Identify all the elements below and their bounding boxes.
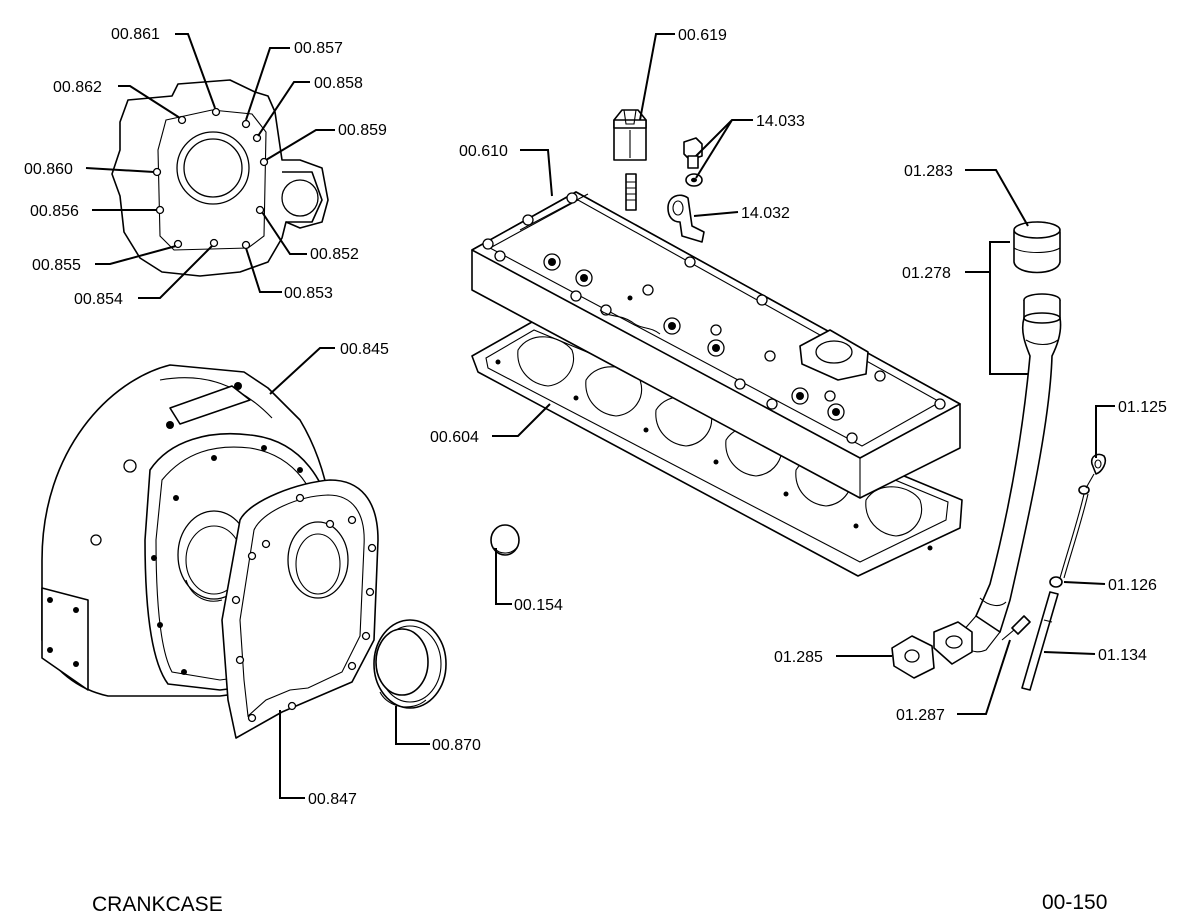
dipstick-tube <box>1021 591 1059 691</box>
part-label-00852: 00.852 <box>310 246 359 263</box>
part-label-00861: 00.861 <box>111 26 160 43</box>
filler-cap <box>1013 221 1061 274</box>
housing-gasket <box>221 479 379 739</box>
lifting-bracket <box>667 194 705 243</box>
part-label-01287: 01.287 <box>896 707 945 724</box>
part-label-00847: 00.847 <box>308 791 357 808</box>
expansion-plug <box>490 524 520 556</box>
part-label-14033: 14.033 <box>756 113 805 130</box>
cylinder-head <box>471 191 961 499</box>
part-label-00856: 00.856 <box>30 203 79 220</box>
part-label-00619: 00.619 <box>678 27 727 44</box>
part-label-01285: 01.285 <box>774 649 823 666</box>
dipstick-oring <box>1049 576 1063 588</box>
part-label-00854: 00.854 <box>74 291 123 308</box>
part-labels: 00.861 00.857 00.862 00.858 00.859 00.86… <box>24 26 1167 808</box>
flange-gasket <box>891 635 935 679</box>
part-label-00604: 00.604 <box>430 429 479 446</box>
part-label-00858: 00.858 <box>314 75 363 92</box>
part-label-01283: 01.283 <box>904 163 953 180</box>
part-label-00154: 00.154 <box>514 597 563 614</box>
filler-tube <box>933 293 1062 665</box>
part-label-00845: 00.845 <box>340 341 389 358</box>
part-label-01134: 01.134 <box>1098 647 1147 664</box>
crankshaft-seal <box>373 619 447 709</box>
part-label-00853: 00.853 <box>284 285 333 302</box>
part-label-00857: 00.857 <box>294 40 343 57</box>
timing-cover-plate <box>111 79 329 277</box>
leader-lines <box>85 33 1115 799</box>
part-label-00855: 00.855 <box>32 257 81 274</box>
part-label-00860: 00.860 <box>24 161 73 178</box>
part-label-00870: 00.870 <box>432 737 481 754</box>
part-label-01126: 01.126 <box>1108 577 1157 594</box>
stud-and-nut <box>613 109 647 211</box>
dipstick <box>1059 453 1107 579</box>
part-label-14032: 14.032 <box>741 205 790 222</box>
page-number: 00-150 <box>1042 891 1107 914</box>
bolt-and-washer <box>683 137 703 187</box>
part-label-01278: 01.278 <box>902 265 951 282</box>
part-label-01125: 01.125 <box>1118 399 1167 416</box>
tube-screw <box>1001 615 1031 641</box>
part-label-00862: 00.862 <box>53 79 102 96</box>
part-label-00859: 00.859 <box>338 122 387 139</box>
page-title: CRANKCASE <box>92 893 223 916</box>
part-label-00610: 00.610 <box>459 143 508 160</box>
